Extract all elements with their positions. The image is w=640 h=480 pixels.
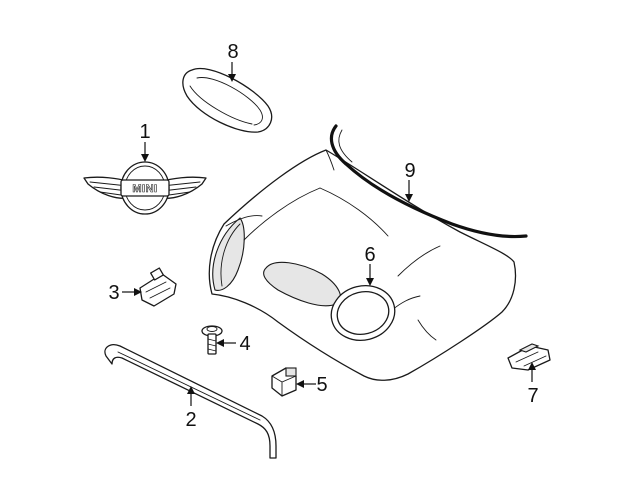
- callout-6: 6: [364, 244, 375, 266]
- headlamp-ring: [330, 285, 396, 341]
- winged-emblem: MINI: [83, 161, 207, 215]
- hood-clip: [139, 267, 177, 307]
- callout-leaders: [122, 62, 536, 406]
- hood-seal-strip: [104, 344, 277, 459]
- callout-8: 8: [227, 41, 238, 63]
- callout-5: 5: [316, 374, 327, 396]
- hood-nut: [271, 367, 297, 397]
- emblem-text: MINI: [132, 183, 157, 195]
- hood-scoop: [182, 67, 273, 133]
- hood-panel: [208, 149, 517, 381]
- callout-2: 2: [185, 409, 196, 431]
- weatherstrip: [329, 124, 528, 239]
- hood-bracket: [507, 343, 551, 371]
- hood-bolt: [201, 325, 223, 355]
- callout-9: 9: [404, 160, 415, 182]
- callout-numbers: 8 1 9 6 3 4 5 2 7: [108, 41, 538, 431]
- callout-1: 1: [139, 121, 150, 143]
- callout-7: 7: [527, 385, 538, 407]
- callout-3: 3: [108, 282, 119, 304]
- callout-4: 4: [239, 333, 250, 355]
